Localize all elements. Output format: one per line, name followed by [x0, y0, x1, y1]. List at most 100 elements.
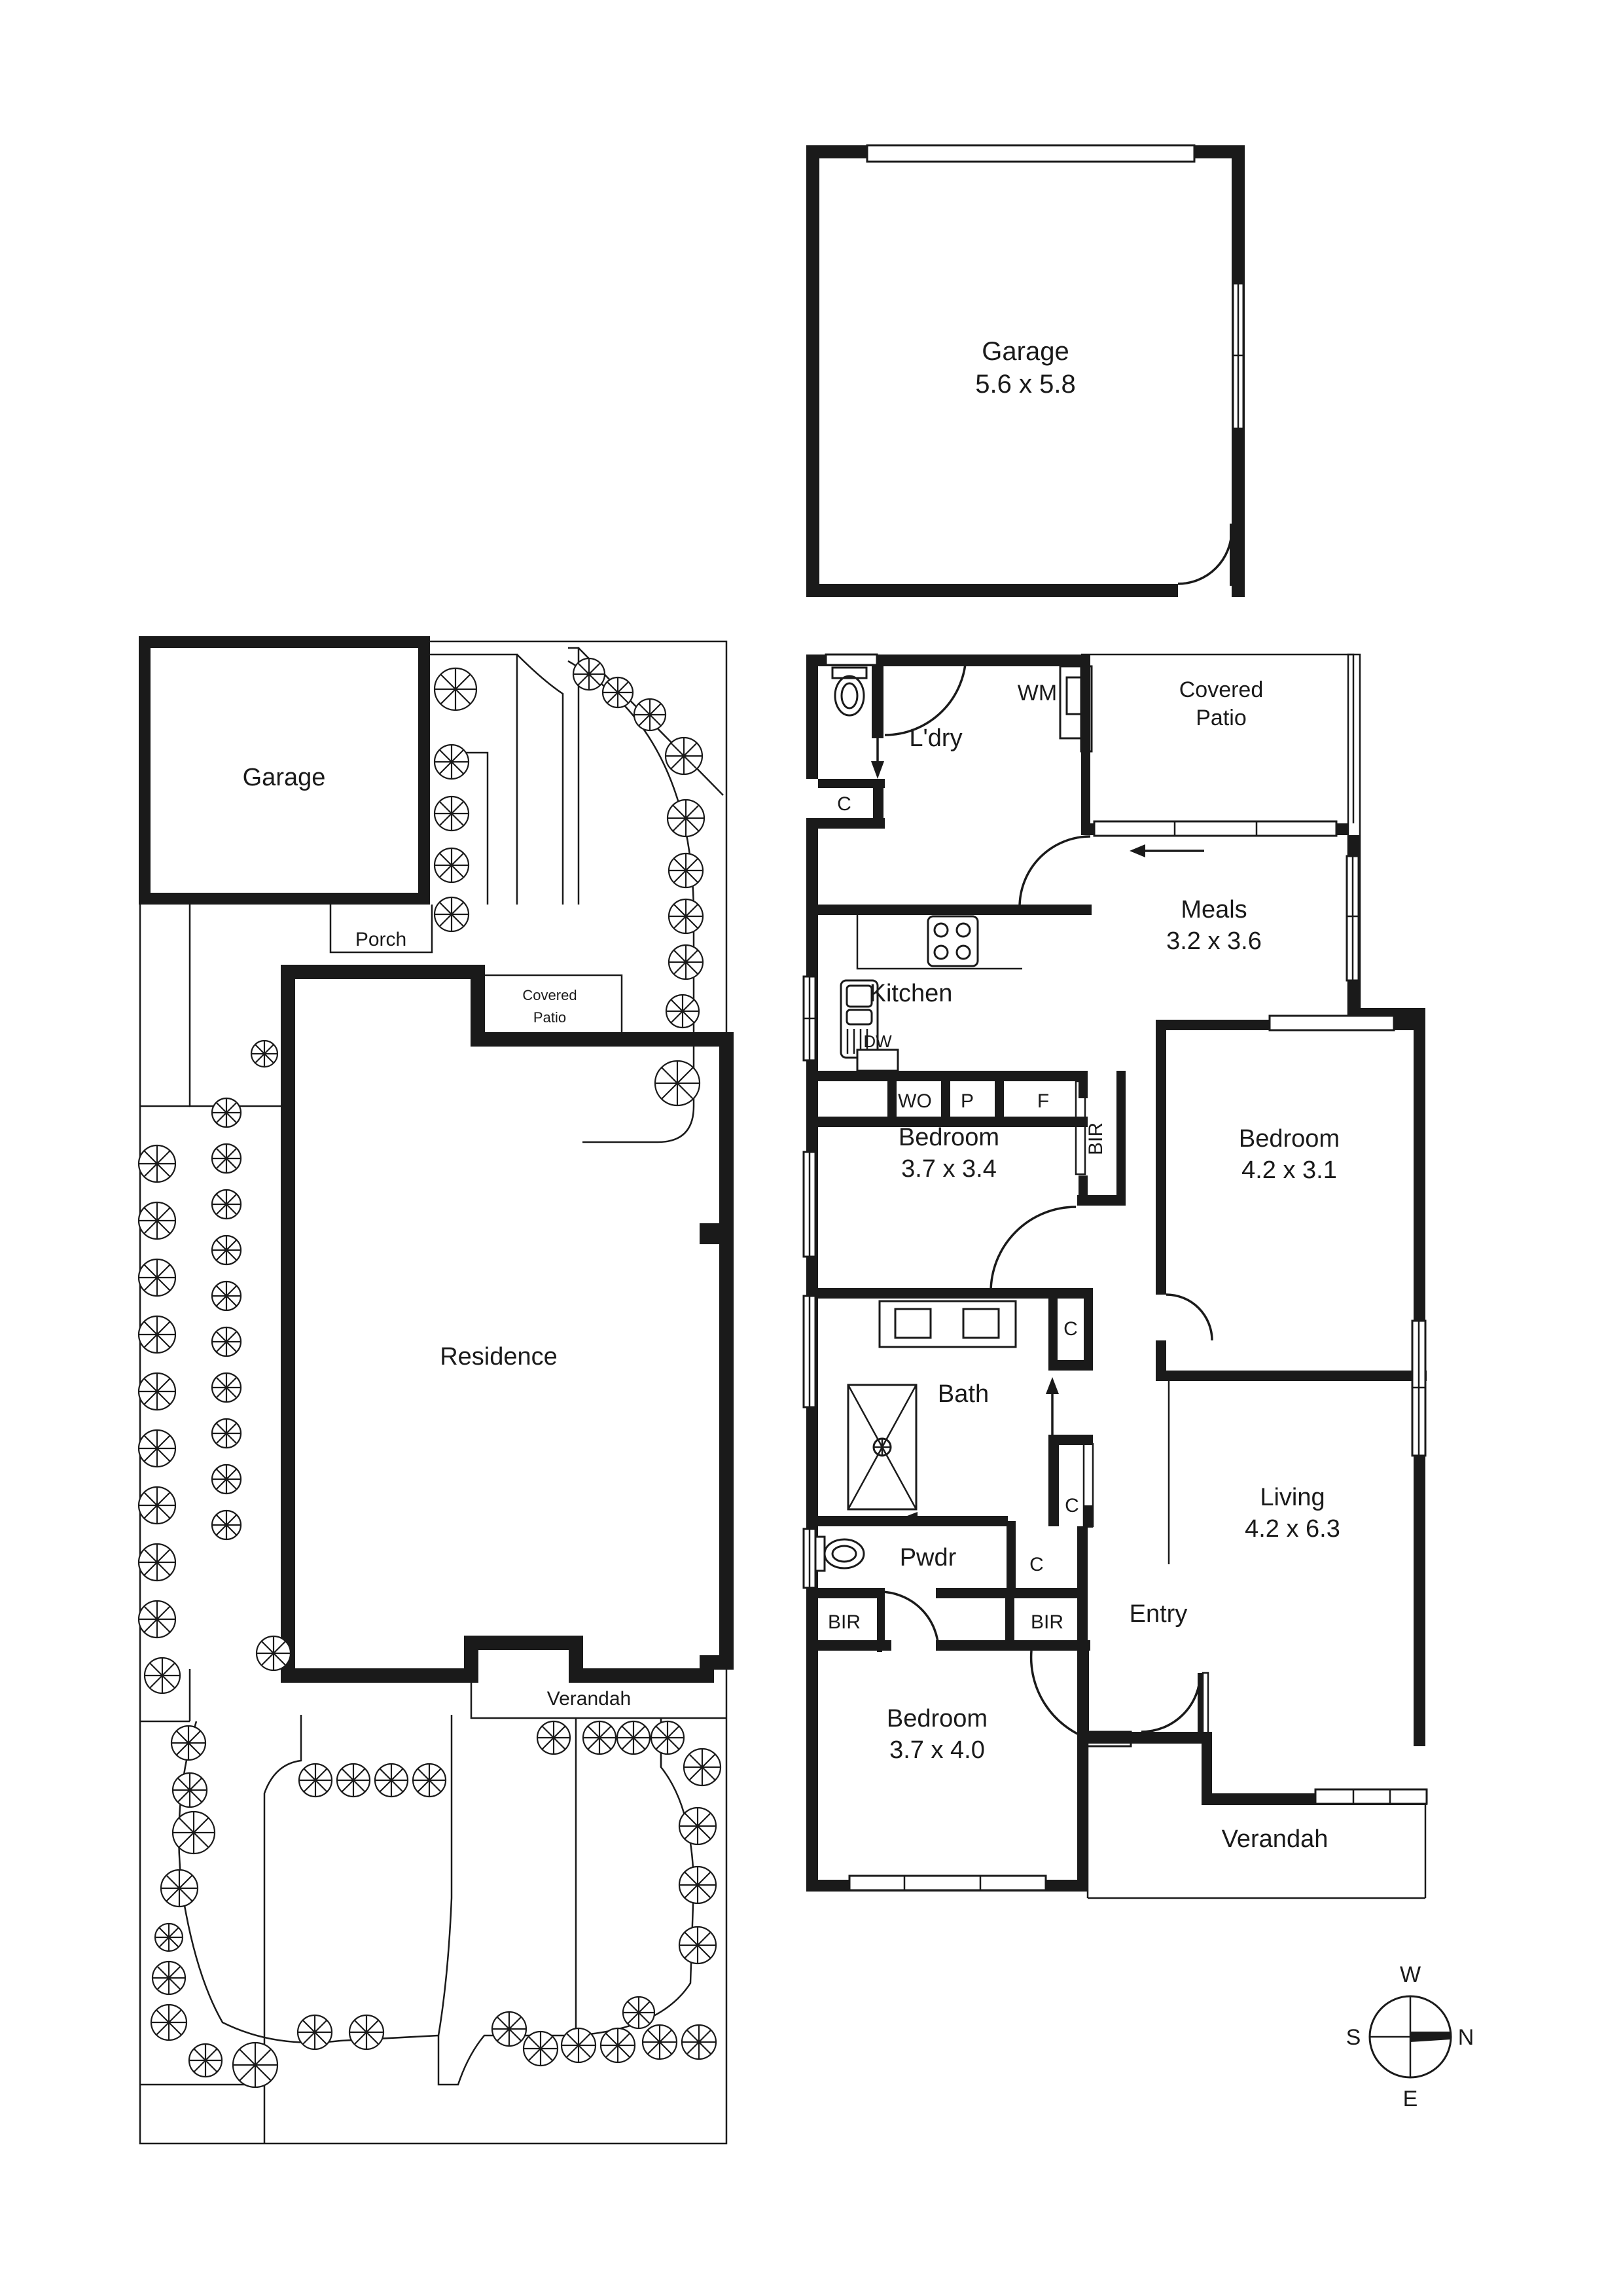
fp-front-door-leaf — [1198, 1673, 1203, 1736]
tree-icon — [666, 798, 705, 838]
fp-wall-bir2-bottom — [806, 1640, 891, 1651]
tree-icon — [668, 944, 704, 980]
site-lawn-edge-b — [437, 1715, 453, 2036]
fp-burner-4-icon — [955, 944, 971, 960]
fp-bedroom1-label: Bedroom — [899, 1124, 999, 1151]
fp-covered-patio-label-2: Patio — [1196, 706, 1247, 730]
fp-wm-label: WM — [1018, 681, 1057, 706]
tree-icon — [211, 1372, 242, 1403]
fp-wall-c2-left — [1048, 1299, 1058, 1368]
tree-icon — [137, 1258, 177, 1297]
site-garage-wall-bottom — [139, 893, 430, 905]
tree-icon — [668, 898, 704, 935]
main-floor-plan: Covered Patio — [802, 653, 1428, 1899]
fp-kitchen-bench-outline — [856, 915, 1022, 970]
compass-label-west: W — [1400, 1962, 1421, 1987]
fp-wall-kitchen-top — [806, 905, 1022, 915]
tree-icon — [536, 1720, 571, 1755]
fp-bedroom1-door-swing-icon — [990, 1206, 1077, 1293]
fp-pwdr-bowl-icon — [823, 1538, 865, 1570]
fp-pwdr-door-swing-icon — [879, 1590, 940, 1651]
fp-wall-bir1-a — [1079, 1071, 1088, 1098]
tree-icon — [211, 1097, 242, 1128]
fp-wall-bath-top — [806, 1288, 1093, 1299]
fp-wall-hall-right — [1077, 1526, 1088, 1652]
fp-basin-2-icon — [962, 1308, 1000, 1339]
fp-bir-label-1: BIR — [1085, 1122, 1107, 1155]
fp-sliding-door-patio-icon — [1093, 820, 1338, 837]
site-verandah-label: Verandah — [547, 1688, 631, 1710]
compass-label-east: E — [1403, 2087, 1418, 2111]
fp-verandah-label: Verandah — [1222, 1825, 1329, 1853]
tree-icon — [433, 847, 470, 884]
compass-needle-north — [1410, 2032, 1451, 2042]
tree-icon — [137, 1429, 177, 1468]
fp-toilet-cistern-icon — [831, 666, 868, 679]
tree-icon — [160, 1869, 199, 1908]
garage-wall-left — [806, 145, 819, 597]
fp-wall-bir1-bottom — [1077, 1195, 1126, 1206]
fp-living-dimensions: 4.2 x 6.3 — [1245, 1515, 1340, 1543]
fp-meals-label: Meals — [1181, 896, 1247, 924]
fp-wall-exterior-left — [806, 655, 818, 1892]
fp-wall-pwdr-right — [1007, 1521, 1016, 1592]
site-covered-patio-label-1: Covered — [522, 987, 577, 1003]
fp-wall-wc-right — [872, 655, 883, 738]
tree-icon — [616, 1720, 651, 1755]
fp-wall-ldry-right-a — [1081, 666, 1090, 751]
garage-wall-bottom — [806, 584, 1245, 597]
fp-bedroom3-dimensions: 3.7 x 4.0 — [889, 1736, 985, 1764]
tree-icon — [433, 744, 470, 780]
tree-icon — [678, 1865, 717, 1905]
tree-icon — [433, 795, 470, 832]
tree-icon — [232, 2041, 279, 2089]
tree-icon — [296, 2014, 333, 2051]
tree-icon — [348, 2014, 385, 2051]
fp-bath-direction-arrow — [1046, 1377, 1059, 1437]
fp-wall-entry-right — [1202, 1732, 1212, 1804]
site-driveway-edge-c — [516, 654, 564, 905]
site-residence-label: Residence — [440, 1343, 558, 1371]
fp-wall-c3-left — [1048, 1435, 1059, 1526]
tree-icon — [622, 1996, 656, 2030]
tree-icon — [572, 657, 606, 691]
fp-wall-bir3-left — [1005, 1588, 1014, 1651]
fp-wall-oven-label: WO — [898, 1090, 932, 1112]
site-driveway-edge-b — [465, 751, 489, 905]
fp-sink-bowl-1-icon — [846, 984, 873, 1008]
fp-window-wc-icon — [825, 653, 878, 666]
tree-icon — [560, 2027, 597, 2064]
tree-icon — [641, 2024, 678, 2060]
fp-pwdr-direction-arrow — [901, 1512, 969, 1525]
site-garage-wall-right — [418, 636, 430, 905]
fp-bedroom2-dimensions: 4.2 x 3.1 — [1241, 1157, 1337, 1184]
tree-icon — [683, 1748, 722, 1787]
tree-icon — [211, 1326, 242, 1357]
tree-icon — [211, 1143, 242, 1174]
fp-bedroom2-label: Bedroom — [1239, 1125, 1340, 1153]
fp-cupboard-label-4: C — [1029, 1554, 1044, 1575]
fp-bath-label: Bath — [938, 1380, 989, 1408]
tree-icon — [599, 2027, 636, 2064]
tree-icon — [137, 1486, 177, 1525]
fp-wall-ldry-right-b — [1081, 751, 1090, 833]
fp-wall-bir2-right — [880, 1588, 885, 1651]
tree-icon — [255, 1635, 292, 1672]
fp-wall-living-stub — [1156, 1371, 1178, 1381]
garage-door-leaf — [1230, 524, 1235, 586]
fp-cooktop-icon — [927, 915, 979, 967]
fp-window-living-bottom-icon — [1314, 1788, 1428, 1805]
tree-icon — [188, 2043, 223, 2078]
tree-icon — [137, 1144, 177, 1183]
tree-icon — [654, 1060, 701, 1107]
fp-covered-patio-outline — [1081, 653, 1355, 823]
tree-icon — [681, 2024, 717, 2060]
tree-icon — [211, 1418, 242, 1449]
fp-pwdr-seat-icon — [831, 1545, 857, 1563]
fp-wall-c2-bottom — [1048, 1360, 1093, 1371]
fp-wall-p-right — [995, 1071, 1004, 1121]
fp-bir-label-3: BIR — [1031, 1611, 1063, 1633]
fp-pwdr-cistern-icon — [814, 1535, 826, 1572]
fp-window-bedroom2-icon — [1268, 1014, 1395, 1031]
tree-icon — [678, 1806, 717, 1846]
